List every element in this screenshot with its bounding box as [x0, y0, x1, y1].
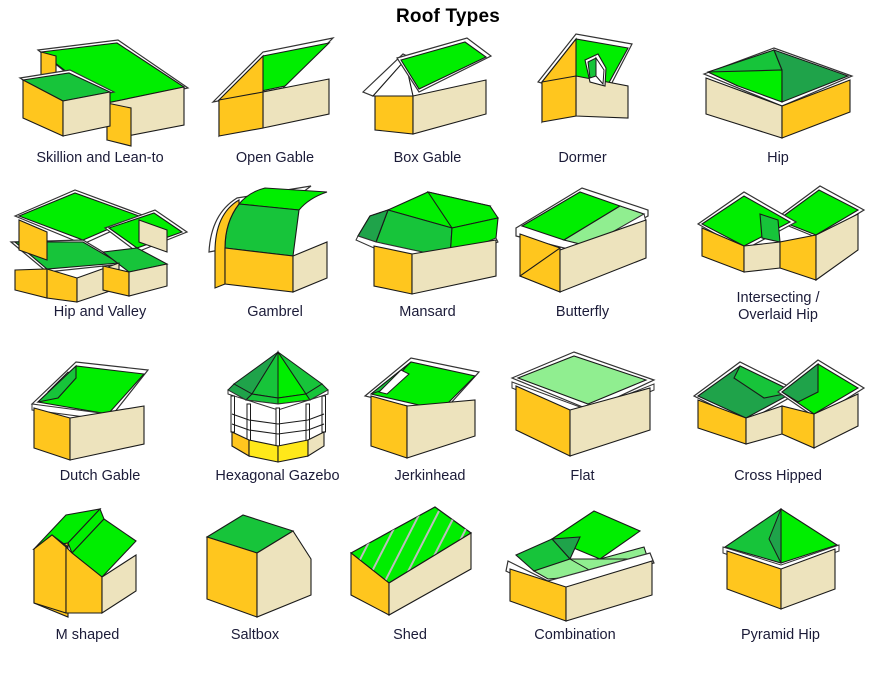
roof-cell-box-gable[interactable]: Box Gable	[350, 30, 505, 167]
roof-illustration-mansard	[350, 180, 505, 302]
roof-cell-gambrel[interactable]: Gambrel	[200, 180, 350, 321]
roof-illustration-pyramid-hip	[711, 503, 851, 625]
roof-label-open-gable: Open Gable	[235, 150, 315, 166]
roof-cell-cross-hipped[interactable]: Cross Hipped	[660, 348, 896, 485]
roof-label-dutch-gable: Dutch Gable	[59, 468, 141, 484]
roof-cell-saltbox[interactable]: Saltbox	[175, 503, 335, 644]
roof-cell-open-gable[interactable]: Open Gable	[200, 30, 350, 167]
roof-illustration-hip-and-valley	[5, 180, 195, 303]
roof-label-butterfly: Butterfly	[555, 304, 610, 320]
roof-cell-combination[interactable]: Combination	[485, 503, 665, 644]
roof-label-dormer: Dormer	[558, 150, 607, 166]
roof-illustration-skillion-and-lean-to	[8, 30, 193, 148]
roof-label-skillion-and-lean-to: Skillion and Lean-to	[36, 150, 164, 166]
roof-label-box-gable: Box Gable	[393, 150, 462, 166]
roof-row-4: M shaped Saltbox	[0, 503, 896, 663]
roof-label-combination: Combination	[534, 627, 616, 643]
roof-label-saltbox: Saltbox	[230, 627, 280, 643]
roof-illustration-m-shaped	[18, 503, 158, 625]
roof-label-hexagonal-gazebo: Hexagonal Gazebo	[215, 468, 340, 484]
roof-illustration-hip	[698, 30, 858, 148]
roof-cell-intersecting-overlaid-hip[interactable]: Intersecting / Overlaid Hip	[660, 180, 896, 324]
roof-label-m-shaped: M shaped	[55, 627, 120, 643]
roof-illustration-gambrel	[203, 180, 348, 302]
roof-illustration-box-gable	[355, 30, 500, 148]
roof-label-intersecting-overlaid-hip: Intersecting / Overlaid Hip	[736, 290, 820, 324]
roof-cell-hip-and-valley[interactable]: Hip and Valley	[0, 180, 200, 321]
roof-label-gambrel: Gambrel	[247, 304, 303, 320]
roof-label-flat: Flat	[570, 468, 595, 484]
roof-label-hip-and-valley: Hip and Valley	[53, 304, 147, 320]
roof-illustration-combination	[488, 503, 663, 625]
roof-illustration-jerkinhead	[355, 348, 505, 466]
roof-label-cross-hipped: Cross Hipped	[734, 468, 822, 484]
roof-cell-dutch-gable[interactable]: Dutch Gable	[0, 348, 200, 485]
roof-illustration-shed	[335, 503, 485, 625]
roof-cell-hip[interactable]: Hip	[660, 30, 896, 167]
roof-cell-flat[interactable]: Flat	[505, 348, 660, 485]
roof-illustration-hexagonal-gazebo	[218, 348, 338, 466]
roof-grid: Skillion and Lean-to Open Gable	[0, 30, 896, 663]
roof-cell-dormer[interactable]: Dormer	[505, 30, 660, 167]
roof-illustration-dutch-gable	[18, 348, 183, 466]
roof-cell-butterfly[interactable]: Butterfly	[505, 180, 660, 321]
roof-cell-m-shaped[interactable]: M shaped	[0, 503, 175, 644]
roof-illustration-saltbox	[185, 503, 325, 625]
roof-row-1: Skillion and Lean-to Open Gable	[0, 30, 896, 180]
roof-illustration-flat	[508, 348, 658, 466]
roof-illustration-cross-hipped	[688, 348, 868, 466]
page-title: Roof Types	[395, 6, 501, 27]
roof-row-2: Hip and Valley	[0, 180, 896, 348]
roof-illustration-open-gable	[205, 30, 345, 148]
roof-row-3: Dutch Gable	[0, 348, 896, 503]
roof-label-pyramid-hip: Pyramid Hip	[741, 627, 820, 643]
roof-illustration-butterfly	[508, 180, 658, 302]
roof-cell-jerkinhead[interactable]: Jerkinhead	[355, 348, 505, 485]
roof-label-shed: Shed	[393, 627, 427, 643]
roof-cell-shed[interactable]: Shed	[335, 503, 485, 644]
roof-cell-mansard[interactable]: Mansard	[350, 180, 505, 321]
roof-cell-pyramid-hip[interactable]: Pyramid Hip	[665, 503, 896, 644]
roof-label-mansard: Mansard	[399, 304, 456, 320]
roof-cell-hexagonal-gazebo[interactable]: Hexagonal Gazebo	[200, 348, 355, 485]
roof-cell-skillion-and-lean-to[interactable]: Skillion and Lean-to	[0, 30, 200, 167]
roof-illustration-intersecting-overlaid-hip	[688, 180, 868, 288]
roof-illustration-dormer	[510, 30, 655, 148]
roof-label-jerkinhead: Jerkinhead	[394, 468, 466, 484]
roof-label-hip: Hip	[767, 150, 789, 166]
